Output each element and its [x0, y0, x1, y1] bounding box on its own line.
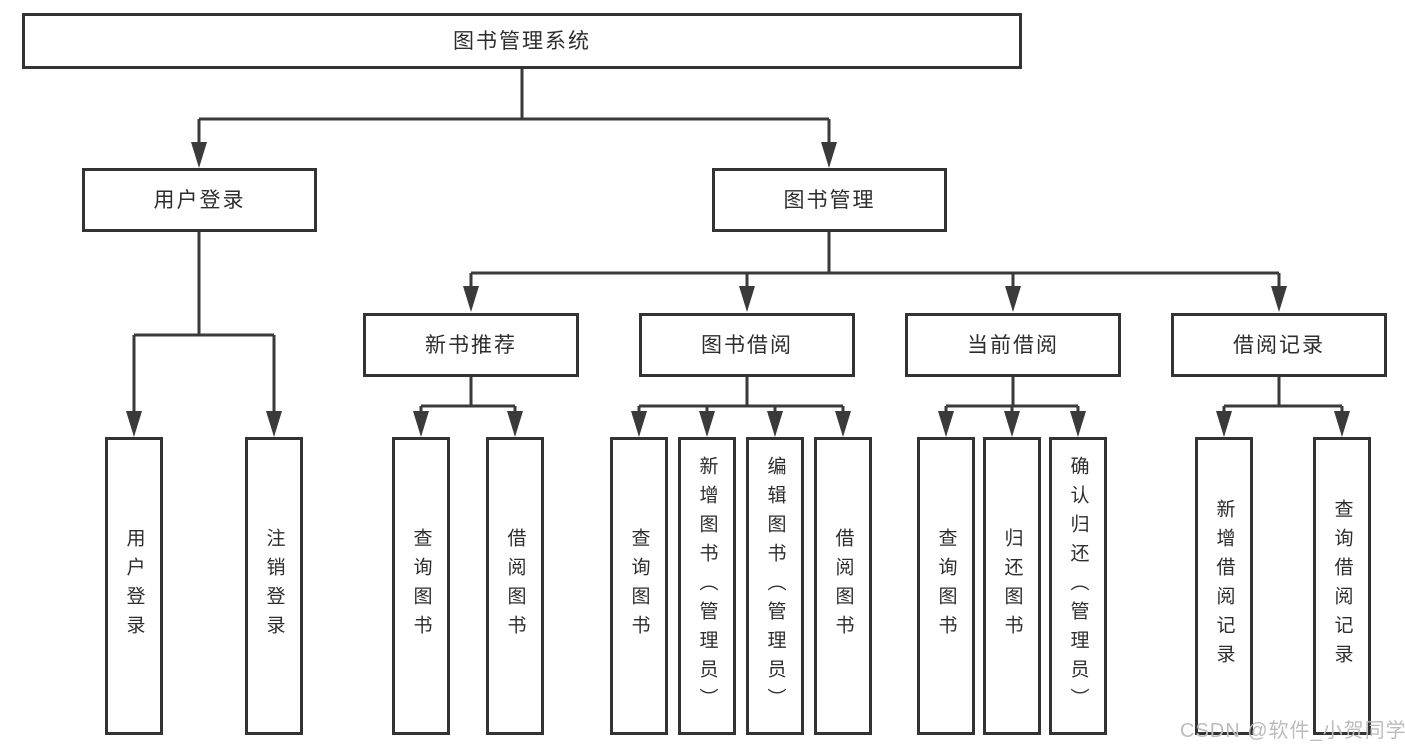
leaf-query-books-current: 查询图书 — [917, 437, 975, 735]
connector-current-borrow — [944, 377, 1080, 415]
leaf-query-books-recommend: 查询图书 — [392, 437, 450, 735]
node-user-login: 用户登录 — [82, 168, 317, 232]
csdn-watermark: CSDN @软件_小贺同学 — [1180, 720, 1405, 742]
leaf-return-books: 归还图书 — [983, 437, 1041, 735]
leaf-add-books-admin: 新增图书（管理员） — [678, 437, 736, 735]
connector-root — [197, 69, 831, 146]
leaf-query-books-borrow: 查询图书 — [610, 437, 668, 735]
connector-book-management — [469, 232, 1281, 290]
connector-borrow-records — [1222, 377, 1344, 415]
connector-book-borrow — [637, 377, 845, 415]
node-borrow-records: 借阅记录 — [1171, 313, 1387, 377]
leaf-borrow-books-recommend: 借阅图书 — [486, 437, 544, 735]
node-book-borrow: 图书借阅 — [639, 313, 855, 377]
leaf-add-borrow-record: 新增借阅记录 — [1195, 437, 1253, 735]
node-current-borrow: 当前借阅 — [905, 313, 1121, 377]
arrowheads — [126, 142, 1350, 437]
leaf-borrow-books: 借阅图书 — [814, 437, 872, 735]
leaf-user-login: 用户登录 — [105, 437, 163, 735]
leaf-logout: 注销登录 — [245, 437, 303, 735]
node-root-library-system: 图书管理系统 — [22, 13, 1022, 69]
node-new-book-recommend: 新书推荐 — [363, 313, 579, 377]
node-book-management: 图书管理 — [712, 168, 947, 232]
leaf-query-borrow-record: 查询借阅记录 — [1313, 437, 1371, 735]
connector-new-book — [419, 377, 517, 415]
leaf-confirm-return-admin: 确认归还（管理员） — [1049, 437, 1107, 735]
connector-user-login — [132, 232, 276, 415]
leaf-edit-books-admin: 编辑图书（管理员） — [746, 437, 804, 735]
